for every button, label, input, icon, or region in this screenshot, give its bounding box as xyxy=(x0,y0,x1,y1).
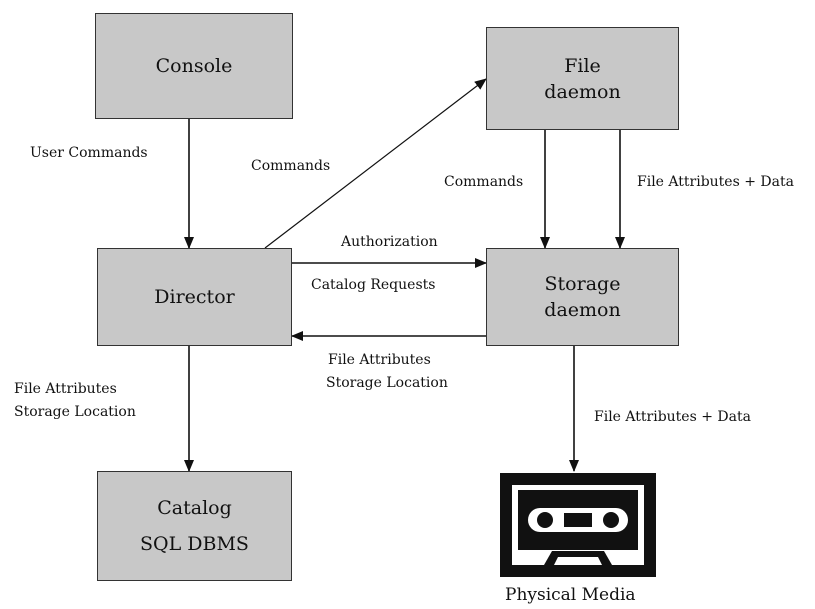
physical-media-label: Physical Media xyxy=(505,585,636,605)
label-sd-to-director-line2: Storage Location xyxy=(326,375,448,391)
label-file-attributes-data-top: File Attributes + Data xyxy=(637,174,794,190)
director-box: Director xyxy=(97,248,292,346)
label-catalog-requests: Catalog Requests xyxy=(311,277,436,293)
label-director-to-catalog-line2: Storage Location xyxy=(14,404,136,420)
console-label: Console xyxy=(155,55,233,77)
catalog-label-line1: Catalog xyxy=(157,497,232,519)
label-file-attributes-data-bottom: File Attributes + Data xyxy=(594,409,751,425)
arrow-director-filedaemon xyxy=(264,78,487,249)
console-box: Console xyxy=(95,13,293,119)
label-authorization: Authorization xyxy=(341,234,438,250)
storage-daemon-label-line2: daemon xyxy=(544,299,621,321)
file-daemon-box: File daemon xyxy=(486,27,679,130)
storage-daemon-label-line1: Storage xyxy=(544,273,621,295)
file-daemon-label-line1: File xyxy=(564,54,601,77)
catalog-box: Catalog SQL DBMS xyxy=(97,471,292,581)
catalog-label-line2: SQL DBMS xyxy=(140,533,249,555)
cassette-tape-icon xyxy=(500,473,656,577)
file-daemon-label-line2: daemon xyxy=(544,80,621,103)
storage-daemon-box: Storage daemon xyxy=(486,248,679,346)
director-label: Director xyxy=(154,286,235,308)
label-director-to-catalog-line1: File Attributes xyxy=(14,381,117,397)
label-commands-to-file-daemon: Commands xyxy=(251,158,331,174)
label-user-commands: User Commands xyxy=(30,145,148,161)
label-commands-to-storage-daemon: Commands xyxy=(444,174,524,190)
label-sd-to-director-line1: File Attributes xyxy=(328,352,431,368)
